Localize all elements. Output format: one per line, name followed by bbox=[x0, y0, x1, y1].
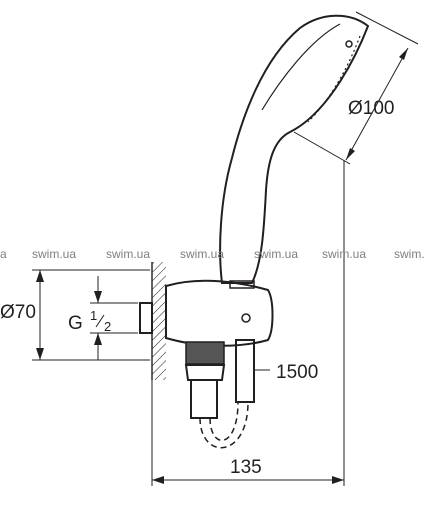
thread-size-label: G bbox=[68, 313, 83, 334]
watermark-text: swim.ua bbox=[180, 247, 224, 261]
hand-shower bbox=[219, 14, 370, 289]
hose-assembly bbox=[184, 339, 255, 449]
watermark-text: swim.ua bbox=[322, 247, 366, 261]
watermark-text: a bbox=[0, 247, 7, 261]
watermark-text: swim.ua bbox=[254, 247, 298, 261]
hose-length-label: 1500 bbox=[276, 362, 318, 383]
wall-section bbox=[151, 262, 166, 380]
watermark-text: swim. bbox=[394, 247, 425, 261]
dimension-lines bbox=[32, 11, 419, 486]
flange-diameter-label: Ø70 bbox=[0, 302, 36, 323]
watermark-row: a swim.ua swim.ua swim.ua swim.ua swim.u… bbox=[0, 247, 425, 261]
projection-label: 135 bbox=[230, 457, 262, 478]
thread-fraction-slash bbox=[95, 314, 105, 328]
watermark-text: swim.ua bbox=[32, 247, 76, 261]
thread-size-denominator: 2 bbox=[104, 319, 111, 334]
watermark-text: swim.ua bbox=[106, 247, 150, 261]
head-diameter-label: Ø100 bbox=[348, 98, 394, 119]
thread-size-numerator: 1 bbox=[90, 308, 97, 323]
